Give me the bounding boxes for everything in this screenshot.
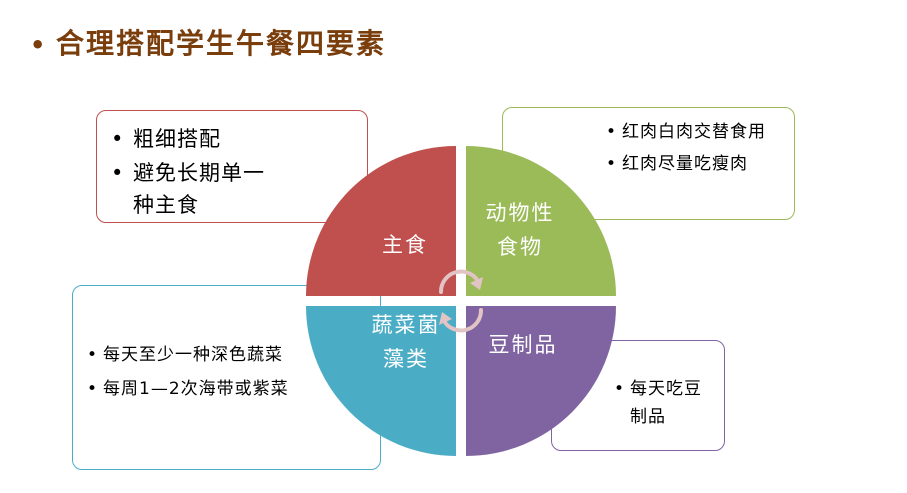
- soy-product-quadrant: [466, 306, 616, 456]
- animal-food-note-item: •红肉白肉交替食用: [606, 122, 766, 142]
- animal-food-quadrant: [466, 146, 616, 296]
- animal-food-label: 动物性食物: [485, 201, 555, 259]
- staple-quadrant: [306, 146, 456, 296]
- staple-label: 主食: [382, 233, 428, 257]
- staple-note-item: •避免长期单一种主食: [111, 161, 265, 217]
- vegetable-note-item: •每周1—2次海带或紫菜: [87, 379, 289, 399]
- soy-product-label: 豆制品: [488, 333, 558, 357]
- page-title: • 合理搭配学生午餐四要素: [30, 22, 386, 62]
- staple-notes-box: •粗细搭配 •避免长期单一种主食: [96, 110, 368, 223]
- title-bullet: •: [30, 31, 48, 59]
- vegetable-label: 蔬菜菌藻类: [371, 313, 441, 371]
- animal-food-note-item: •红肉尽量吃瘦肉: [606, 154, 748, 174]
- staple-note-item: •粗细搭配: [111, 127, 221, 151]
- vegetable-quadrant: [306, 306, 456, 456]
- soy-product-note-item: •每天吃豆制品: [614, 379, 702, 427]
- animal-food-notes-box: •红肉白肉交替食用 •红肉尽量吃瘦肉: [502, 107, 795, 220]
- cycle-arrows-icon: [438, 269, 484, 333]
- title-text: 合理搭配学生午餐四要素: [56, 27, 387, 60]
- vegetable-note-item: •每天至少一种深色蔬菜: [87, 345, 283, 365]
